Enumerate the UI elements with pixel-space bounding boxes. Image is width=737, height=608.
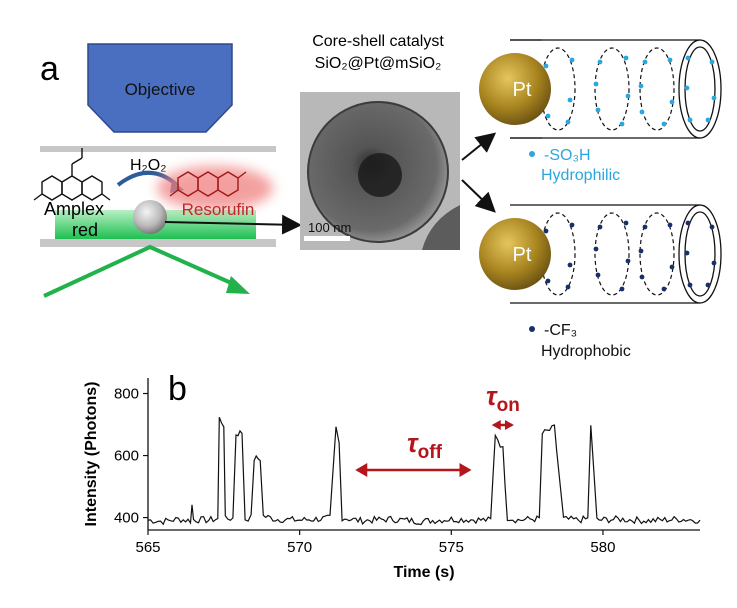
amplex-red-molecule-icon [33, 148, 111, 201]
pt-core-bottom [479, 218, 551, 290]
sulfonic-dot-group-icon [539, 55, 717, 127]
hydrophobic-pore-cylinder [479, 204, 722, 304]
x-tick-label: 580 [590, 539, 615, 556]
tem-to-hydrophilic-arrow [461, 132, 497, 161]
laser-beam [43, 244, 239, 298]
tem-to-hydrophobic-arrow [461, 179, 496, 213]
pt-label-top: Pt [513, 79, 532, 101]
bead-to-tem-arrow [164, 214, 302, 235]
scale-bar [304, 236, 350, 241]
x-tick-label: 570 [287, 539, 312, 556]
y-axis-label: Intensity (Photons) [83, 382, 100, 527]
x-tick-label: 565 [135, 539, 160, 556]
bottom-coverslip [40, 239, 276, 247]
catalyst-bead [133, 200, 167, 234]
x-axis-label: Time (s) [393, 564, 454, 581]
series-line-0 [147, 416, 701, 526]
catalyst-title-line2: SiO₂@Pt@mSiO₂ [315, 55, 442, 72]
objective-label: Objective [125, 80, 196, 99]
legend-hydrophilic-group: -SO₃H [544, 147, 591, 164]
panel-b-label: b [168, 370, 187, 408]
legend-hydrophobic-group: -CF₃ [544, 322, 577, 339]
h2o2-label: H₂O₂ [130, 157, 166, 174]
tau-on-arrowhead-left-icon [491, 420, 501, 430]
pt-core-top [479, 53, 551, 125]
top-coverslip [40, 146, 276, 152]
fluoro-dot-group-icon [539, 220, 717, 292]
y-tick-label: 600 [114, 448, 139, 465]
hydrophilic-legend-dot-icon [529, 151, 535, 157]
x-tick-label: 575 [439, 539, 464, 556]
tau-off-arrowhead-right-icon [459, 463, 472, 477]
tem-image [300, 92, 460, 250]
legend-hydrophilic-text: Hydrophilic [541, 167, 620, 184]
resorufin-molecule-icon [169, 171, 247, 197]
amplex-red-label-line2: red [72, 220, 98, 240]
pt-label-bottom: Pt [513, 244, 532, 266]
panel-a-label: a [40, 50, 59, 88]
legend-hydrophobic-text: Hydrophobic [541, 343, 631, 360]
tau-off-label: τoff [407, 428, 443, 463]
objective-lens-shape [87, 43, 233, 133]
tau-off-arrowhead-left-icon [355, 463, 368, 477]
scale-bar-label: 100 nm [308, 220, 351, 235]
tau-on-arrowhead-right-icon [504, 420, 514, 430]
hydrophobic-legend-dot-icon [529, 326, 535, 332]
resorufin-glow [157, 166, 273, 210]
y-tick-label: 800 [114, 386, 139, 403]
hydrophilic-pore-cylinder [479, 39, 722, 139]
catalyst-title-line1: Core-shell catalyst [312, 33, 444, 50]
y-tick-label: 400 [114, 510, 139, 527]
laser-arrowhead-icon [226, 276, 250, 294]
tau-on-label: τon [486, 381, 520, 416]
resorufin-label: Resorufin [182, 200, 255, 219]
amplex-red-label-line1: Amplex [44, 199, 104, 219]
